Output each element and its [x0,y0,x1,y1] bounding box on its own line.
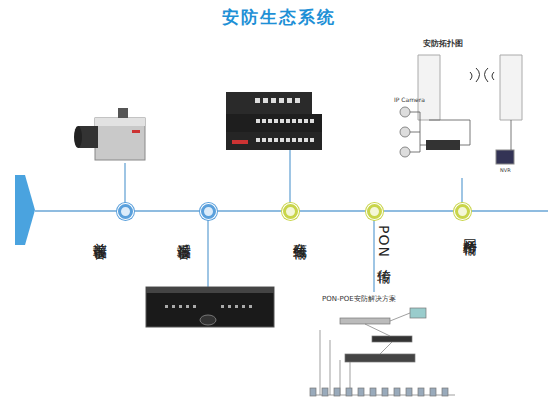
leader-lines [125,150,462,292]
stage-circle: 后端设备 [201,204,216,219]
switch-illustration [226,92,322,150]
stage-label: 后端设备 [175,232,193,236]
axis-line [469,210,548,212]
stage-label: PON传输 [375,225,393,260]
caption-text: IP Camera [394,96,425,103]
stage-label: 前端设备 [91,232,109,236]
stage-circle: 前端设备 [118,204,133,219]
axis-connector [216,210,283,212]
stage-circle: PON传输 [367,204,382,219]
axis-connector [133,210,201,212]
stage-circle: 有线传输 [283,204,298,219]
camera-illustration [74,108,145,160]
topology-illustration [400,55,522,164]
dvr-illustration [146,287,274,327]
stage-label: 有线传输 [291,232,309,236]
axis-connector [298,210,367,212]
caption-text: PON-POE安防解决方案 [322,294,396,304]
caption-text: NVR [500,167,511,173]
axis-connector [382,210,455,212]
caption-text: 安防拓扑图 [423,38,463,49]
pon-illustration [310,308,455,396]
stage-label: 网桥传输 [461,228,479,232]
diagram-title: 安防生态系统 [0,6,558,29]
start-marker [15,175,35,245]
axis-line [35,210,118,212]
stage-circle: 网桥传输 [455,204,470,219]
